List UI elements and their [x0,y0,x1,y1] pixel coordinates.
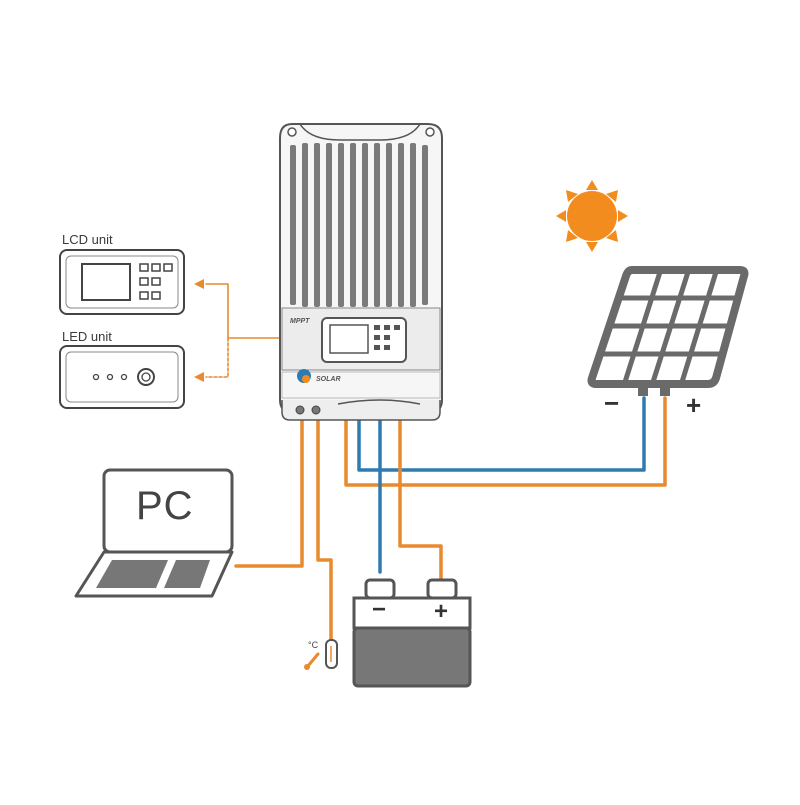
laptop-icon [74,468,234,598]
led-unit-label: LED unit [62,329,112,344]
wire-panel-negative [357,396,646,472]
lcd-unit-device [59,249,185,315]
arrow-to-led [194,372,204,382]
controller-brand-label: SOLAR [316,376,341,383]
sun-icon [556,180,628,252]
panel-plus-sign: + [686,390,702,420]
battery-minus-sign: − [372,596,387,623]
solar-panel-icon [587,266,749,396]
arrow-to-lcd [194,279,204,289]
wire-pc-communication [234,416,304,568]
wire-temperature-sensor [316,416,333,642]
controller-mppt-label: MPPT [290,318,310,325]
led-unit-device [59,345,185,409]
battery-plus-sign: + [434,598,449,625]
pc-label: PC [136,484,194,528]
heat-sink-fins [290,143,428,307]
wire-panel-positive [344,396,667,487]
temperature-unit-label: °C [308,640,319,650]
charge-controller-icon [279,123,443,421]
wire-display-link-led [205,337,229,378]
panel-minus-sign: − [604,388,620,418]
wires [194,279,667,642]
temperature-sensor-icon [304,639,338,670]
wire-battery-positive [398,412,443,580]
lcd-unit-label: LCD unit [62,232,113,247]
wire-display-link [205,283,323,339]
battery-icon [352,578,472,688]
